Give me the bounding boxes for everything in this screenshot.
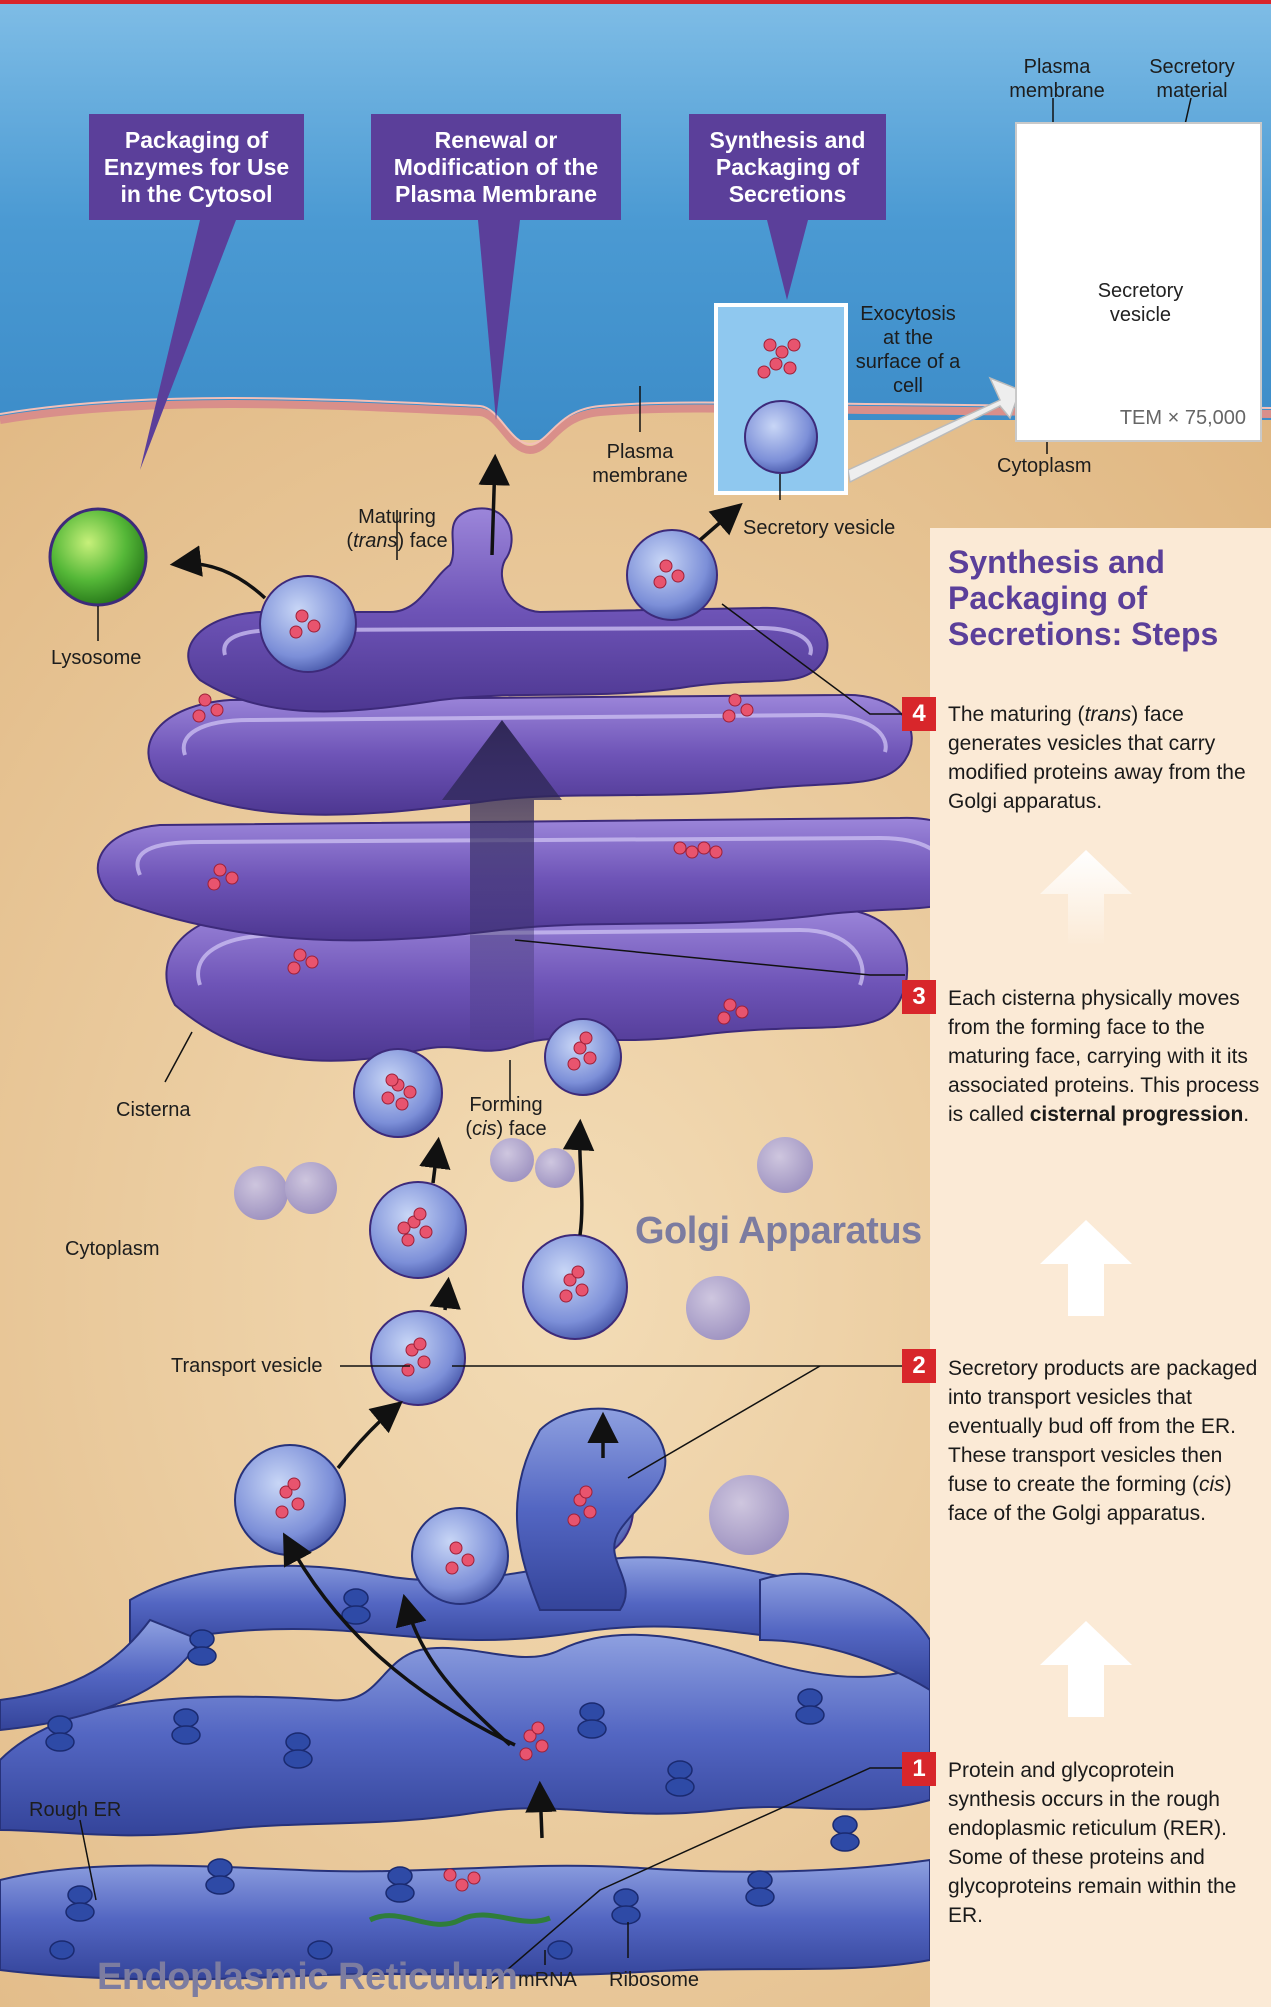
- lysosome-label: Lysosome: [51, 646, 141, 670]
- transport-vesicle-label: Transport vesicle: [171, 1354, 323, 1378]
- tem-secretory-material-label: Secretory material: [1130, 55, 1254, 103]
- lysosome: [50, 509, 146, 605]
- forming-face-text-1: Forming: [469, 1094, 542, 1116]
- step-1-text: Protein and glycoprotein synthesis occur…: [948, 1756, 1266, 1930]
- steps-title: Synthesis and Packaging of Secretions: S…: [948, 544, 1268, 652]
- steps-panel: Synthesis and Packaging of Secretions: S…: [930, 528, 1271, 2007]
- forming-face-text-2: face: [509, 1118, 547, 1140]
- maturing-face-text-1: Maturing: [358, 506, 436, 528]
- banner-membrane: Renewal or Modification of the Plasma Me…: [371, 114, 621, 220]
- cisterna-label: Cisterna: [116, 1098, 190, 1122]
- tem-cytoplasm-label: Cytoplasm: [997, 454, 1091, 478]
- cytoplasm-label: Cytoplasm: [65, 1237, 159, 1261]
- forming-face-label: Forming (cis) face: [456, 1093, 556, 1141]
- forming-face-cis: cis: [472, 1118, 496, 1140]
- maturing-face-trans: trans: [353, 530, 397, 552]
- maturing-face-label: Maturing (trans) face: [340, 505, 454, 553]
- tem-image-box: Secretory vesicle TEM × 75,000: [1015, 122, 1262, 442]
- exocytosis-label: Exocytosis at the surface of a cell: [852, 302, 964, 398]
- up-arrow-icon: [1040, 1220, 1132, 1316]
- tem-plasma-membrane-label: Plasma membrane: [998, 55, 1116, 103]
- mrna-label: mRNA: [518, 1968, 577, 1992]
- golgi-apparatus-label: Golgi Apparatus: [635, 1210, 922, 1253]
- endoplasmic-reticulum-label: Endoplasmic Reticulum: [97, 1956, 517, 1999]
- up-arrow-icon: [1040, 850, 1132, 946]
- step-3-badge: 3: [902, 980, 936, 1014]
- step-2-text: Secretory products are packaged into tra…: [948, 1354, 1266, 1528]
- ribosome-label: Ribosome: [609, 1968, 699, 1992]
- tem-magnification-label: TEM × 75,000: [1120, 407, 1246, 430]
- step-2-badge: 2: [902, 1349, 936, 1383]
- rough-er-label: Rough ER: [29, 1798, 121, 1822]
- tem-secretory-vesicle-label: Secretory vesicle: [1067, 279, 1214, 327]
- step-4-text: The maturing (trans) face generates vesi…: [948, 700, 1266, 816]
- step-4-badge: 4: [902, 697, 936, 731]
- banner-secretions: Synthesis and Packaging of Secretions: [689, 114, 886, 220]
- step-1-badge: 1: [902, 1752, 936, 1786]
- up-arrow-icon: [1040, 1621, 1132, 1717]
- step-3-text: Each cisterna physically moves from the …: [948, 984, 1266, 1129]
- banner-enzymes: Packaging of Enzymes for Use in the Cyto…: [89, 114, 304, 220]
- plasma-membrane-label: Plasma membrane: [588, 440, 692, 488]
- maturing-face-text-2: face: [410, 530, 448, 552]
- secretory-vesicle-label: Secretory vesicle: [743, 516, 895, 540]
